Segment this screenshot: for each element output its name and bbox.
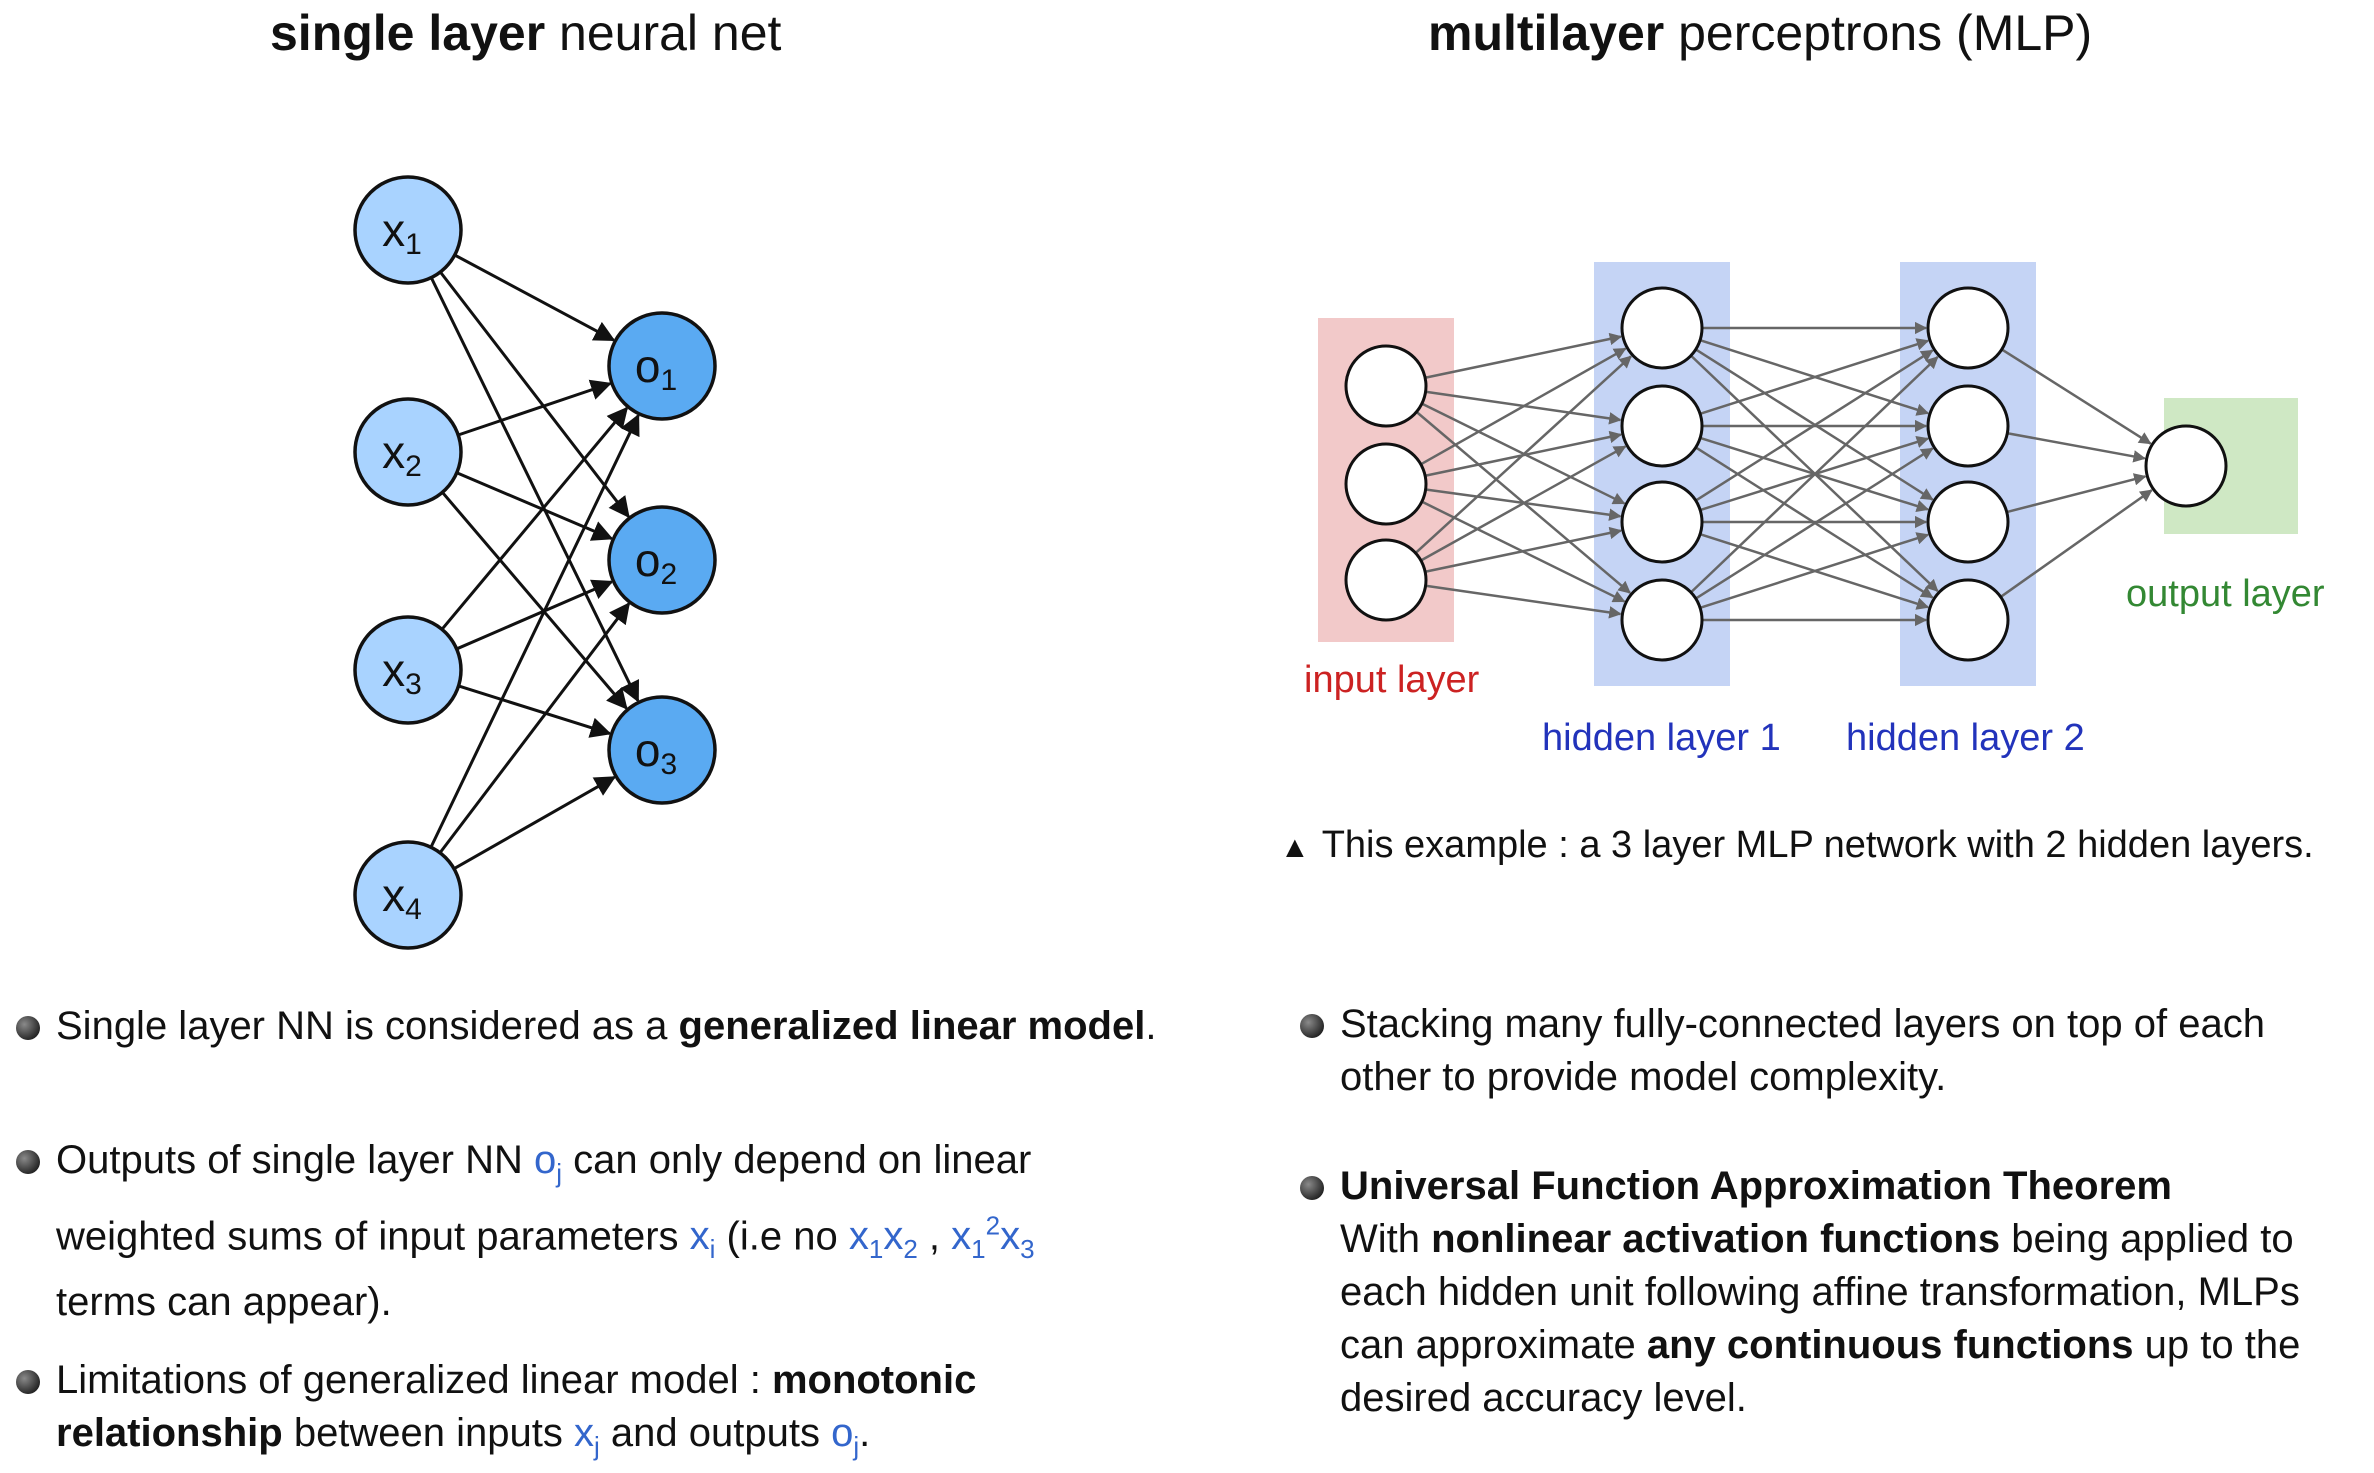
- input-node-x1-circle: [353, 175, 463, 285]
- mlp-edge-l0-2-1: [1420, 445, 1627, 562]
- mlp-edge-l1-3-2: [1699, 532, 1930, 609]
- mlp-input-node-1: [1344, 344, 1428, 428]
- left-title: single layer neural net: [270, 5, 782, 61]
- output-node-o1-circle: [607, 311, 717, 421]
- bullet-linear-outputs: Outputs of single layer NN oj can only d…: [16, 1134, 1236, 1329]
- mlp-caption: ▲This example : a 3 layer MLP network wi…: [1280, 824, 2314, 866]
- mlp-output-node-1: [2144, 424, 2228, 508]
- triangle-icon: ▲: [1280, 831, 1310, 864]
- edge-x2-o1: [457, 379, 612, 437]
- mlp-hidden2-node-3: [1926, 480, 2010, 564]
- input-node-x3-label: x3: [382, 644, 422, 701]
- mlp-edge-l0-0-0: [1424, 332, 1623, 379]
- mlp-edge-l1-1-0: [1699, 338, 1930, 415]
- output-node-o3-label: o3: [635, 724, 677, 781]
- bullet-universal-approximation: Universal Function Approximation Theorem…: [1300, 1160, 2360, 1425]
- input-layer-label: input layer: [1304, 659, 1480, 701]
- input-node-x3-circle: [353, 615, 463, 725]
- input-node-x2-circle: [353, 397, 463, 507]
- input-node-x2-label: x2: [382, 426, 422, 483]
- bullet-limitations: Limitations of generalized linear model …: [16, 1354, 1236, 1473]
- mlp-hidden1-node-4: [1620, 578, 1704, 662]
- edge-x2-o2: [456, 471, 614, 541]
- single-layer-edges: [429, 253, 640, 871]
- edge-x3-o3: [458, 684, 612, 738]
- edge-x4-o3: [453, 775, 617, 871]
- mlp-edge-l0-1-0: [1420, 347, 1627, 466]
- mlp-hidden1-node-2: [1620, 384, 1704, 468]
- bullet-dot-icon: [16, 1370, 40, 1394]
- edge-x4-o1: [429, 413, 640, 848]
- output-node-o2-label: o2: [635, 534, 677, 591]
- edge-x4-o2: [438, 602, 631, 854]
- output-node-o3-circle: [607, 695, 717, 805]
- mlp-edge-l2-2-0: [2006, 473, 2147, 514]
- mlp-nodes: [1344, 286, 2228, 662]
- edge-x3-o2: [456, 579, 614, 651]
- bullet-stacking-layers: Stacking many fully-connected layers on …: [1300, 998, 2360, 1104]
- bullet-dot-icon: [16, 1016, 40, 1040]
- mlp-edge-l1-3-1: [1695, 447, 1934, 600]
- output-node-o2-circle: [607, 505, 717, 615]
- mlp-input-node-2: [1344, 442, 1428, 526]
- edge-x3-o1: [440, 406, 629, 631]
- input-node-x4-circle: [353, 840, 463, 950]
- mlp-edge-l0-2-3: [1425, 584, 1622, 619]
- mlp-hidden1-node-3: [1620, 480, 1704, 564]
- right-title: multilayer perceptrons (MLP): [1428, 5, 2093, 61]
- mlp-edge-l2-3-0: [1999, 489, 2153, 598]
- mlp-hidden2-node-1: [1926, 286, 2010, 370]
- hidden-layer-1-label: hidden layer 1: [1542, 717, 1781, 759]
- mlp-edge-l1-3-0: [1690, 356, 1939, 594]
- bullet-dot-icon: [1300, 1176, 1324, 1200]
- bullet-dot-icon: [16, 1150, 40, 1174]
- input-node-x1-label: x1: [382, 204, 422, 261]
- single-layer-nodes: x1 x2 x3 x4 o1 o2 o3: [353, 175, 717, 950]
- mlp-hidden2-node-4: [1926, 578, 2010, 662]
- mlp-edges: [1414, 321, 2153, 627]
- mlp-input-node-3: [1344, 538, 1428, 622]
- edge-x1-o1: [454, 253, 616, 342]
- mlp-edge-l2-1-0: [2007, 431, 2146, 463]
- mlp-hidden2-node-2: [1926, 384, 2010, 468]
- bullet-dot-icon: [1300, 1014, 1324, 1038]
- output-layer-label: output layer: [2126, 573, 2325, 615]
- mlp-edge-l2-0-0: [2001, 348, 2152, 445]
- edge-x2-o3: [441, 491, 628, 710]
- hidden-layer-2-label: hidden layer 2: [1846, 717, 2085, 759]
- edge-x1-o2: [439, 271, 630, 519]
- output-node-o1-label: o1: [635, 340, 677, 397]
- mlp-edge-l0-2-0: [1414, 355, 1632, 554]
- mlp-edge-l0-2-2: [1424, 526, 1623, 573]
- bullet-generalized-linear: Single layer NN is considered as a gener…: [16, 1000, 1236, 1053]
- mlp-hidden1-node-1: [1620, 286, 1704, 370]
- mlp-edge-l1-2-0: [1695, 349, 1934, 502]
- input-node-x4-label: x4: [382, 869, 422, 926]
- edge-x1-o3: [429, 276, 640, 703]
